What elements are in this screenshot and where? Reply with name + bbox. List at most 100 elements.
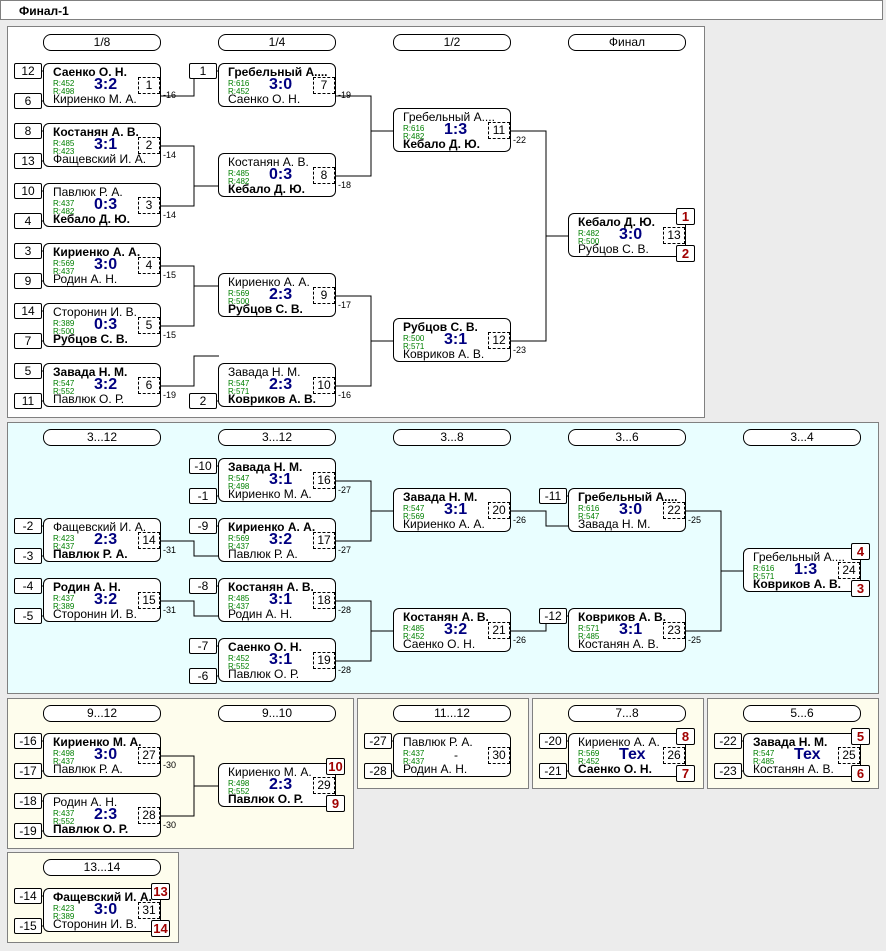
match-number[interactable]: 23 — [663, 622, 685, 639]
seed-slot[interactable]: -28 — [364, 763, 392, 779]
match-number[interactable]: 16 — [313, 472, 335, 489]
match-number[interactable]: 6 — [138, 377, 160, 394]
seed-slot[interactable]: -2 — [14, 518, 42, 534]
match-number[interactable]: 8 — [313, 167, 335, 184]
seed-slot[interactable]: -5 — [14, 608, 42, 624]
seed-slot[interactable]: -21 — [539, 763, 567, 779]
seed-slot[interactable]: 10 — [14, 183, 42, 199]
seed-slot[interactable]: -9 — [189, 518, 217, 534]
seed-slot[interactable]: 9 — [14, 273, 42, 289]
seed-slot[interactable]: -10 — [189, 458, 217, 474]
seed-slot[interactable]: -4 — [14, 578, 42, 594]
match-number[interactable]: 26 — [663, 747, 685, 764]
match-number[interactable]: 15 — [138, 592, 160, 609]
seed-slot[interactable]: -6 — [189, 668, 217, 684]
seed-slot[interactable]: -27 — [364, 733, 392, 749]
seed-slot[interactable]: 7 — [14, 333, 42, 349]
seed-slot[interactable]: 8 — [14, 123, 42, 139]
seed-slot[interactable]: 6 — [14, 93, 42, 109]
seed-slot[interactable]: 3 — [14, 243, 42, 259]
seed-slot[interactable]: 14 — [14, 303, 42, 319]
match-number[interactable]: 11 — [488, 122, 510, 139]
seed-slot[interactable]: -12 — [539, 608, 567, 624]
seed-slot[interactable]: 12 — [14, 63, 42, 79]
match-number[interactable]: 7 — [313, 77, 335, 94]
match-number[interactable]: 27 — [138, 747, 160, 764]
match-number[interactable]: 10 — [313, 377, 335, 394]
match-number[interactable]: 28 — [138, 807, 160, 824]
seed-slot[interactable]: 4 — [14, 213, 42, 229]
seed-slot[interactable]: -1 — [189, 488, 217, 504]
seed-slot[interactable]: -17 — [14, 763, 42, 779]
seed-slot[interactable]: 1 — [189, 63, 217, 79]
match-number[interactable]: 2 — [138, 137, 160, 154]
seed-slot[interactable]: -16 — [14, 733, 42, 749]
seed-slot[interactable]: -15 — [14, 918, 42, 934]
match-number[interactable]: 12 — [488, 332, 510, 349]
seed-slot[interactable]: -14 — [14, 888, 42, 904]
match-number[interactable]: 20 — [488, 502, 510, 519]
match-number[interactable]: 1 — [138, 77, 160, 94]
match-number[interactable]: 9 — [313, 287, 335, 304]
match-number[interactable]: 13 — [663, 227, 685, 244]
seed-slot[interactable]: -23 — [714, 763, 742, 779]
match-number[interactable]: 3 — [138, 197, 160, 214]
match-number[interactable]: 17 — [313, 532, 335, 549]
match-number[interactable]: 21 — [488, 622, 510, 639]
match-number[interactable]: 22 — [663, 502, 685, 519]
seed-slot[interactable]: -18 — [14, 793, 42, 809]
match-number[interactable]: 29 — [313, 777, 335, 794]
seed-slot[interactable]: -8 — [189, 578, 217, 594]
seed-slot[interactable]: -7 — [189, 638, 217, 654]
seed-slot[interactable]: 5 — [14, 363, 42, 379]
seed-slot[interactable]: 11 — [14, 393, 42, 409]
seed-slot[interactable]: -20 — [539, 733, 567, 749]
seed-slot[interactable]: 13 — [14, 153, 42, 169]
match-number[interactable]: 24 — [838, 562, 860, 579]
seed-slot[interactable]: -19 — [14, 823, 42, 839]
seed-slot[interactable]: 2 — [189, 393, 217, 409]
match-number[interactable]: 18 — [313, 592, 335, 609]
match-number[interactable]: 30 — [488, 747, 510, 764]
match-number[interactable]: 5 — [138, 317, 160, 334]
seed-slot[interactable]: -3 — [14, 548, 42, 564]
match-number[interactable]: 31 — [138, 902, 160, 919]
match-number[interactable]: 4 — [138, 257, 160, 274]
seed-slot[interactable]: -22 — [714, 733, 742, 749]
match-number[interactable]: 19 — [313, 652, 335, 669]
seed-slot[interactable]: -11 — [539, 488, 567, 504]
match-number[interactable]: 14 — [138, 532, 160, 549]
match-number[interactable]: 25 — [838, 747, 860, 764]
